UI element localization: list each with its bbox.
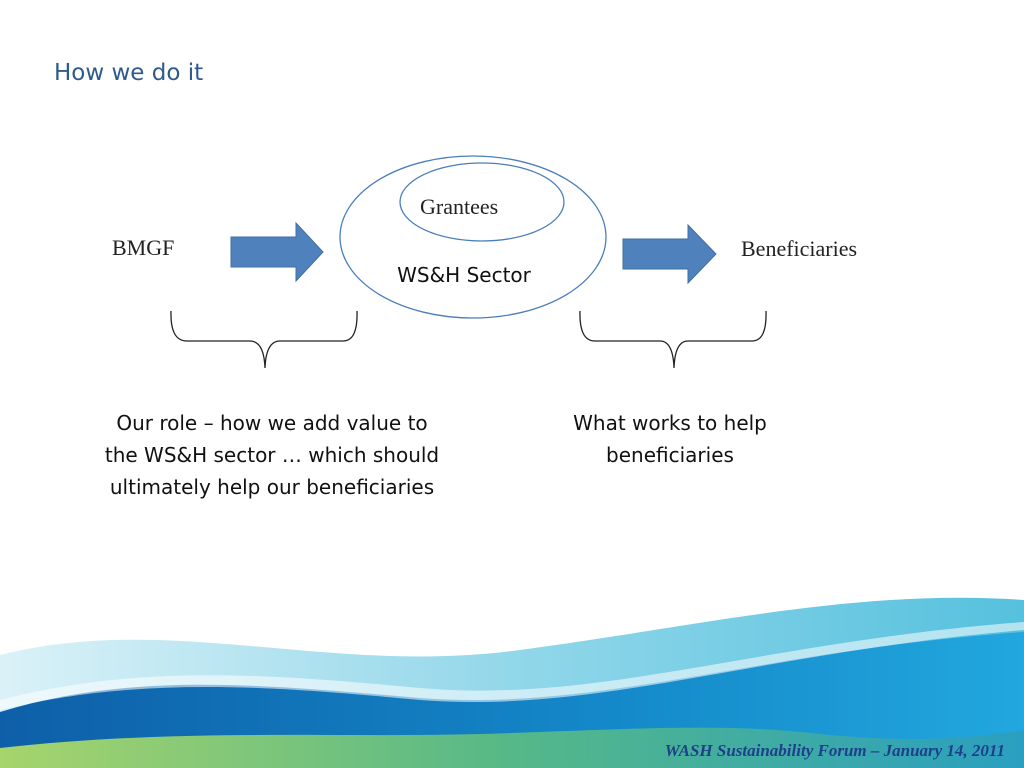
wave-highlight <box>0 622 1024 710</box>
decorative-waves <box>0 597 1024 768</box>
left-caption: Our role – how we add value to the WS&H … <box>72 407 472 503</box>
wave-green <box>0 727 1024 768</box>
caption-line: Our role – how we add value to <box>116 411 428 435</box>
left-brace <box>170 310 358 369</box>
inner-ellipse-label: Grantees <box>420 194 499 219</box>
caption-line: What works to help <box>573 411 767 435</box>
source-label: BMGF <box>112 235 175 260</box>
right-brace <box>579 310 767 369</box>
arrow-right-icon <box>622 223 717 285</box>
outer-ellipse-label: WS&H Sector <box>397 263 531 287</box>
ws-h-sector-ellipse <box>339 155 607 319</box>
slide-footer: WASH Sustainability Forum – January 14, … <box>664 741 1005 760</box>
caption-line: the WS&H sector … which should <box>104 443 440 467</box>
slide-title: How we do it <box>54 60 204 86</box>
arrow-right-icon <box>230 221 324 283</box>
right-caption: What works to help beneficiaries <box>520 407 820 471</box>
target-label: Beneficiaries <box>741 236 858 261</box>
caption-line: beneficiaries <box>606 443 734 467</box>
caption-line: ultimately help our beneficiaries <box>109 475 435 499</box>
grantees-ellipse <box>399 162 565 242</box>
